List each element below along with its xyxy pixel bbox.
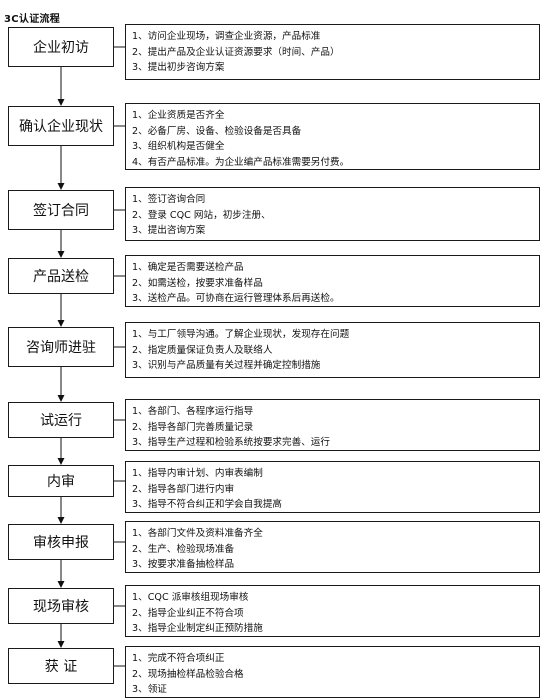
step-description: 1、与工厂领导沟通。了解企业现状，发现存在问题 2、指定质量保证负责人及联络人 3、… — [125, 322, 540, 378]
step-item: 3、识别与产品质量有关过程并确定控制措施 — [132, 360, 321, 371]
step-box: 咨询师进驻 — [8, 327, 114, 367]
step-box: 审核申报 — [8, 524, 114, 560]
step-description: 1、签订咨询合同 2、登录 CQC 网站，初步注册、 3、提出咨询方案 — [125, 187, 540, 241]
step-item: 2、如需送检，按要求准备样品 — [132, 277, 263, 289]
step-items: 1、指导内审计划、内审表编制 2、指导各部门进行内审 3、指导不符合纠正和学会自我提… — [132, 466, 539, 513]
step-item: 2、必备厂房、设备、检验设备是否具备 — [132, 125, 302, 137]
step-item: 1、企业资质是否齐全 — [132, 110, 225, 121]
step-item: 1、各部门、各程序运行指导 — [132, 406, 254, 417]
step-item: 3、提出咨询方案 — [132, 225, 206, 236]
step-item: 3、送检产品。可协商在运行管理体系后再送检。 — [132, 293, 340, 304]
step-item: 2、登录 CQC 网站，初步注册、 — [132, 209, 271, 221]
step-item: 1、与工厂领导沟通。了解企业现状，发现存在问题 — [132, 329, 350, 340]
step-description: 1、各部门、各程序运行指导 2、指导各部门完善质量记录 3、指导生产过程和检验系统按… — [125, 399, 540, 451]
step-item: 1、签订咨询合同 — [132, 194, 206, 205]
step-box: 获 证 — [8, 648, 114, 684]
step-box: 企业初访 — [8, 27, 114, 67]
step-item: 2、指导企业纠正不符合项 — [132, 607, 244, 619]
step-item: 2、生产、检验现场准备 — [132, 543, 235, 555]
step-item: 2、指导各部门完善质量记录 — [132, 421, 254, 433]
step-box: 确认企业现状 — [8, 106, 114, 146]
step-items: 1、CQC 派审核组现场审核 2、指导企业纠正不符合项 3、指导企业制定纠正预防措施 — [132, 590, 539, 637]
step-box: 产品送检 — [8, 258, 114, 294]
step-item: 3、按要求准备抽检样品 — [132, 559, 235, 570]
step-item: 3、指导企业制定纠正预防措施 — [132, 623, 263, 634]
step-item: 1、访问企业现场，调查企业资源，产品标准 — [132, 31, 321, 42]
step-description: 1、访问企业现场，调查企业资源，产品标准 2、提出产品及企业认证资源要求（时间、产… — [125, 24, 540, 80]
step-items: 1、访问企业现场，调查企业资源，产品标准 2、提出产品及企业认证资源要求（时间、产… — [132, 29, 539, 76]
step-item: 2、现场抽检样品检验合格 — [132, 668, 244, 680]
step-box: 现场审核 — [8, 588, 114, 624]
step-description: 1、确定是否需要送检产品 2、如需送检，按要求准备样品 3、送检产品。可协商在运行管… — [125, 255, 540, 307]
step-description: 1、各部门文件及资料准备齐全 2、生产、检验现场准备 3、按要求准备抽检样品 — [125, 521, 540, 573]
step-items: 1、各部门文件及资料准备齐全 2、生产、检验现场准备 3、按要求准备抽检样品 — [132, 526, 539, 573]
step-item: 2、指导各部门进行内审 — [132, 483, 235, 495]
step-description: 1、CQC 派审核组现场审核 2、指导企业纠正不符合项 3、指导企业制定纠正预防措施 — [125, 585, 540, 637]
step-item: 1、各部门文件及资料准备齐全 — [132, 528, 263, 539]
step-items: 1、签订咨询合同 2、登录 CQC 网站，初步注册、 3、提出咨询方案 — [132, 192, 539, 239]
step-item: 3、组织机构是否健全 — [132, 141, 225, 152]
step-box: 签订合同 — [8, 190, 114, 230]
step-item: 1、完成不符合项纠正 — [132, 653, 225, 664]
step-item: 3、指导生产过程和检验系统按要求完善、运行 — [132, 437, 330, 448]
step-description: 1、企业资质是否齐全 2、必备厂房、设备、检验设备是否具备 3、组织机构是否健全 4、… — [125, 103, 540, 170]
step-item: 1、指导内审计划、内审表编制 — [132, 468, 263, 479]
step-items: 1、各部门、各程序运行指导 2、指导各部门完善质量记录 3、指导生产过程和检验系统按… — [132, 404, 539, 451]
step-item: 2、指定质量保证负责人及联络人 — [132, 344, 273, 356]
step-item: 2、提出产品及企业认证资源要求（时间、产品） — [132, 46, 340, 58]
step-item: 4、有否产品标准。为企业编产品标准需要另付费。 — [132, 156, 350, 168]
step-item: 3、提出初步咨询方案 — [132, 62, 225, 73]
step-item: 1、确定是否需要送检产品 — [132, 262, 244, 273]
step-items: 1、与工厂领导沟通。了解企业现状，发现存在问题 2、指定质量保证负责人及联络人 3、… — [132, 327, 539, 374]
page-title: 3C认证流程 — [4, 14, 61, 25]
step-item: 1、CQC 派审核组现场审核 — [132, 592, 249, 603]
step-box: 内审 — [8, 465, 114, 497]
step-description: 1、指导内审计划、内审表编制 2、指导各部门进行内审 3、指导不符合纠正和学会自我提… — [125, 461, 540, 513]
step-item: 3、指导不符合纠正和学会自我提高 — [132, 499, 283, 510]
step-items: 1、完成不符合项纠正 2、现场抽检样品检验合格 3、领证 — [132, 651, 539, 698]
step-items: 1、确定是否需要送检产品 2、如需送检，按要求准备样品 3、送检产品。可协商在运行管… — [132, 260, 539, 307]
step-item: 3、领证 — [132, 684, 167, 695]
step-description: 1、完成不符合项纠正 2、现场抽检样品检验合格 3、领证 — [125, 646, 540, 698]
step-items: 1、企业资质是否齐全 2、必备厂房、设备、检验设备是否具备 3、组织机构是否健全 4、… — [132, 108, 539, 170]
step-box: 试运行 — [8, 402, 114, 438]
